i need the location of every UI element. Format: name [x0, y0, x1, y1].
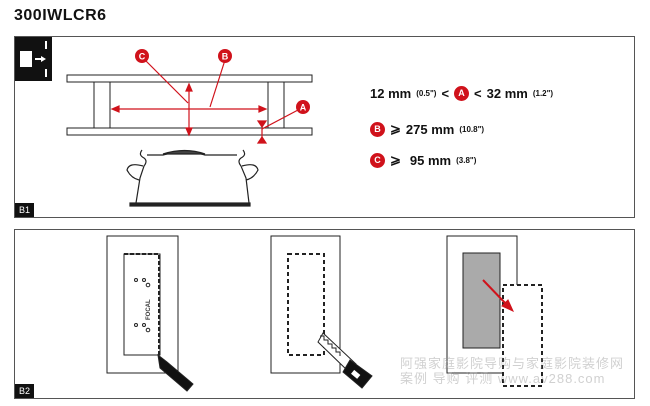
badge-b: B	[370, 121, 385, 137]
diagram-badges: C B A	[135, 49, 310, 114]
top-board	[66, 74, 313, 83]
less-than: <	[441, 86, 450, 101]
page-title: 300IWLCR6	[14, 7, 107, 24]
spec-c-value: 95 mm	[409, 152, 452, 168]
spec-a: 12 mm (0.5") < A < 32 mm (1.2")	[370, 86, 553, 101]
spec-a-max-inches: (1.2")	[532, 89, 554, 98]
badge-c: C	[139, 52, 146, 62]
panel-label-b1: B1	[15, 203, 35, 217]
spec-b: B ⩾ 275 mm (10.8")	[370, 121, 484, 137]
greater-equal: ⩾	[390, 121, 401, 136]
spec-a-max: 32 mm	[486, 86, 528, 101]
left-stud	[93, 81, 111, 129]
badge-a: A	[300, 103, 307, 113]
spec-b-value: 275 mm	[405, 121, 455, 137]
dimension-arrows	[110, 59, 299, 144]
spec-a-min-inches: (0.5")	[416, 89, 437, 98]
in-wall-icon	[15, 37, 52, 81]
panel-b1: B1	[14, 36, 635, 218]
spec-c-inches: (3.8")	[456, 155, 477, 165]
cutout-step-3	[446, 235, 543, 387]
right-stud	[267, 81, 285, 129]
focal-logo: FOCAL	[146, 299, 152, 320]
watermark-line1: 阿强家庭影院导购与家庭影院装修网	[400, 356, 625, 371]
speaker-icon	[126, 149, 259, 207]
badge-c: C	[370, 152, 385, 168]
spec-c: C ⩾ 95 mm (3.8")	[370, 152, 476, 168]
spec-b-inches: (10.8")	[459, 124, 485, 134]
greater-equal: ⩾	[390, 152, 401, 167]
cutout-step-2	[270, 235, 373, 389]
cutout-step-1	[106, 235, 194, 392]
spec-a-min: 12 mm	[370, 86, 412, 101]
panel-b2: B2	[14, 229, 635, 399]
watermark-line2: 案例 导购 评测 www.av288.com	[400, 371, 606, 386]
panel-label-b2: B2	[15, 384, 35, 398]
less-than: <	[474, 86, 482, 101]
badge-b: B	[222, 52, 229, 62]
badge-a: A	[454, 86, 470, 101]
